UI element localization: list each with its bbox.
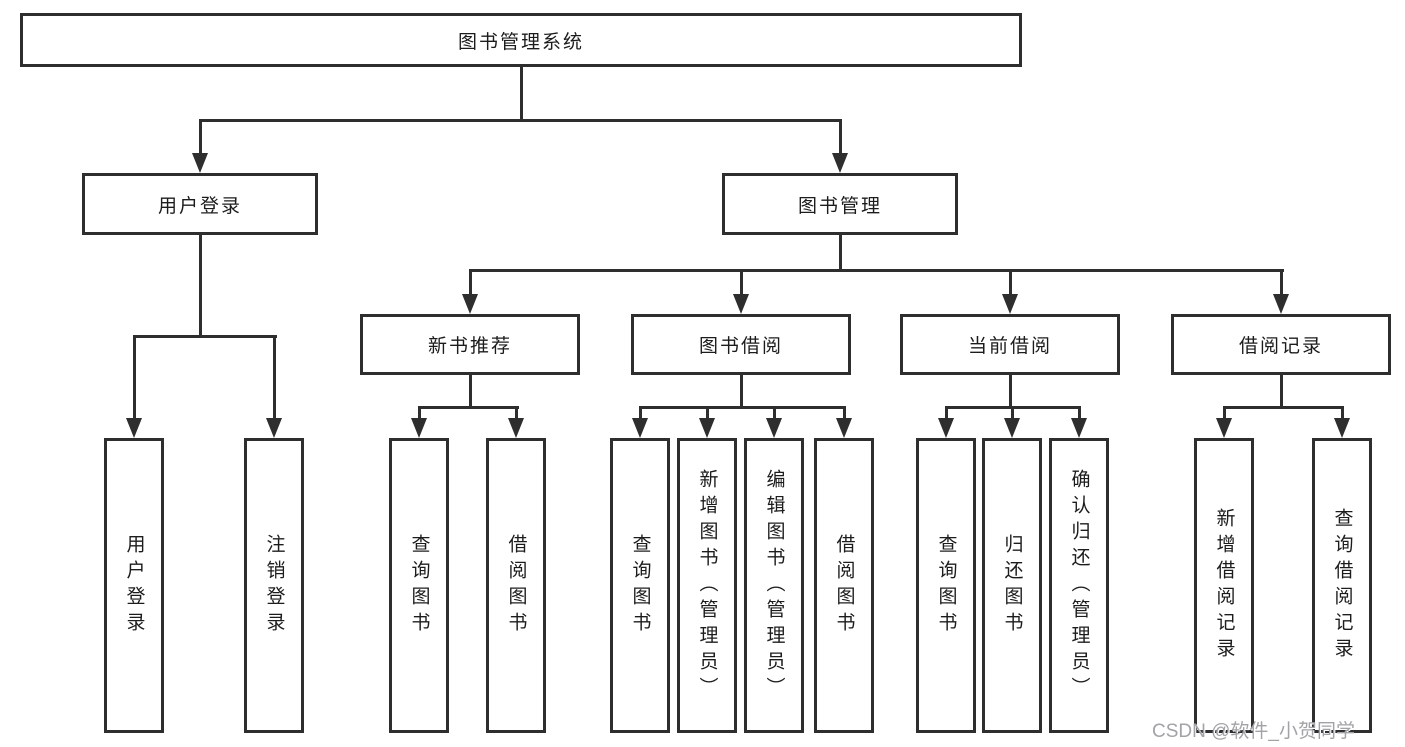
connector-bookmgmt-branch	[469, 269, 1284, 272]
connector-stub	[706, 406, 709, 426]
arrowhead-down-icon	[766, 418, 782, 438]
connector-stub	[133, 335, 136, 422]
connector-branch	[418, 406, 519, 409]
leaf-return-books: 归还图书	[982, 438, 1042, 733]
connector-stub	[1341, 406, 1344, 426]
arrowhead-down-icon	[192, 153, 208, 173]
connector-trunk	[1009, 375, 1012, 409]
leaf-label: 新增借阅记录	[1213, 507, 1235, 664]
node-label: 图书借阅	[698, 336, 783, 357]
leaf-label: 查询图书	[629, 533, 651, 638]
node-book-borrowing: 图书借阅	[631, 314, 851, 375]
arrowhead-down-icon	[508, 418, 524, 438]
arrowhead-down-icon	[1071, 418, 1087, 438]
connector-branch	[639, 406, 846, 409]
arrowhead-down-icon	[1334, 418, 1350, 438]
connector-stub	[515, 406, 518, 426]
connector-stub	[418, 406, 421, 426]
leaf-label: 编辑图书（管理员）	[763, 468, 785, 703]
leaf-label: 借阅图书	[833, 533, 855, 638]
arrowhead-down-icon	[266, 418, 282, 438]
leaf-query-borrow-record: 查询借阅记录	[1312, 438, 1372, 733]
node-label: 当前借阅	[967, 336, 1052, 357]
connector-stub	[1078, 406, 1081, 426]
arrowhead-down-icon	[836, 418, 852, 438]
arrowhead-down-icon	[733, 294, 749, 314]
node-new-book-recommend: 新书推荐	[360, 314, 580, 375]
node-borrowing-records: 借阅记录	[1171, 314, 1391, 375]
node-user-login: 用户登录	[82, 173, 318, 235]
connector-stub	[945, 406, 948, 426]
connector-stub	[273, 335, 276, 422]
connector-stub	[773, 406, 776, 426]
connector-trunk	[469, 375, 472, 409]
connector-stub	[843, 406, 846, 426]
leaf-borrow-books: 借阅图书	[814, 438, 874, 733]
connector-stub	[740, 269, 743, 297]
leaf-confirm-return-admin: 确认归还（管理员）	[1049, 438, 1109, 733]
leaf-borrow-books-recommend: 借阅图书	[486, 438, 546, 733]
leaf-edit-books-admin: 编辑图书（管理员）	[744, 438, 804, 733]
leaf-add-borrow-record: 新增借阅记录	[1194, 438, 1254, 733]
leaf-add-books-admin: 新增图书（管理员）	[677, 438, 737, 733]
arrowhead-down-icon	[632, 418, 648, 438]
node-label: 图书管理	[797, 195, 882, 217]
connector-stub-book-management	[839, 119, 842, 155]
arrowhead-down-icon	[832, 153, 848, 173]
leaf-user-login: 用户登录	[104, 438, 164, 733]
leaf-label: 查询借阅记录	[1331, 507, 1353, 664]
connector-bookmgmt-trunk	[839, 235, 842, 272]
node-label: 用户登录	[157, 195, 242, 217]
connector-userlogin-trunk	[199, 235, 202, 338]
node-library-management-system: 图书管理系统	[20, 13, 1022, 67]
connector-trunk	[740, 375, 743, 409]
arrowhead-down-icon	[1002, 294, 1018, 314]
leaf-label: 用户登录	[123, 533, 145, 638]
leaf-logout: 注销登录	[244, 438, 304, 733]
arrowhead-down-icon	[411, 418, 427, 438]
arrowhead-down-icon	[1216, 418, 1232, 438]
arrowhead-down-icon	[1004, 418, 1020, 438]
connector-branch	[1223, 406, 1344, 409]
leaf-label: 注销登录	[263, 533, 285, 638]
connector-root-branch	[199, 119, 842, 122]
connector-userlogin-branch	[133, 335, 277, 338]
leaf-query-books-borrowing: 查询图书	[610, 438, 670, 733]
leaf-label: 借阅图书	[505, 533, 527, 638]
node-current-borrowing: 当前借阅	[900, 314, 1120, 375]
leaf-label: 归还图书	[1001, 533, 1023, 638]
node-label: 图书管理系统	[457, 31, 584, 53]
leaf-label: 查询图书	[408, 533, 430, 638]
node-label: 新书推荐	[427, 336, 512, 357]
arrowhead-down-icon	[699, 418, 715, 438]
csdn-watermark: CSDN @软件_小贺同学	[1152, 721, 1355, 742]
connector-stub	[1223, 406, 1226, 426]
connector-stub-user-login	[199, 119, 202, 155]
node-book-management: 图书管理	[722, 173, 958, 235]
leaf-query-books-current: 查询图书	[916, 438, 976, 733]
connector-stub	[1280, 269, 1283, 297]
leaf-query-books-recommend: 查询图书	[389, 438, 449, 733]
connector-stub	[1011, 406, 1014, 426]
arrowhead-down-icon	[1273, 294, 1289, 314]
leaf-label: 确认归还（管理员）	[1068, 468, 1090, 703]
connector-stub	[1009, 269, 1012, 297]
connector-trunk	[1280, 375, 1283, 409]
arrowhead-down-icon	[462, 294, 478, 314]
connector-stub	[469, 269, 472, 297]
connector-stub	[639, 406, 642, 426]
connector-root-trunk	[520, 67, 523, 121]
leaf-label: 新增图书（管理员）	[696, 468, 718, 703]
leaf-label: 查询图书	[935, 533, 957, 638]
node-label: 借阅记录	[1238, 336, 1323, 357]
arrowhead-down-icon	[938, 418, 954, 438]
arrowhead-down-icon	[126, 418, 142, 438]
